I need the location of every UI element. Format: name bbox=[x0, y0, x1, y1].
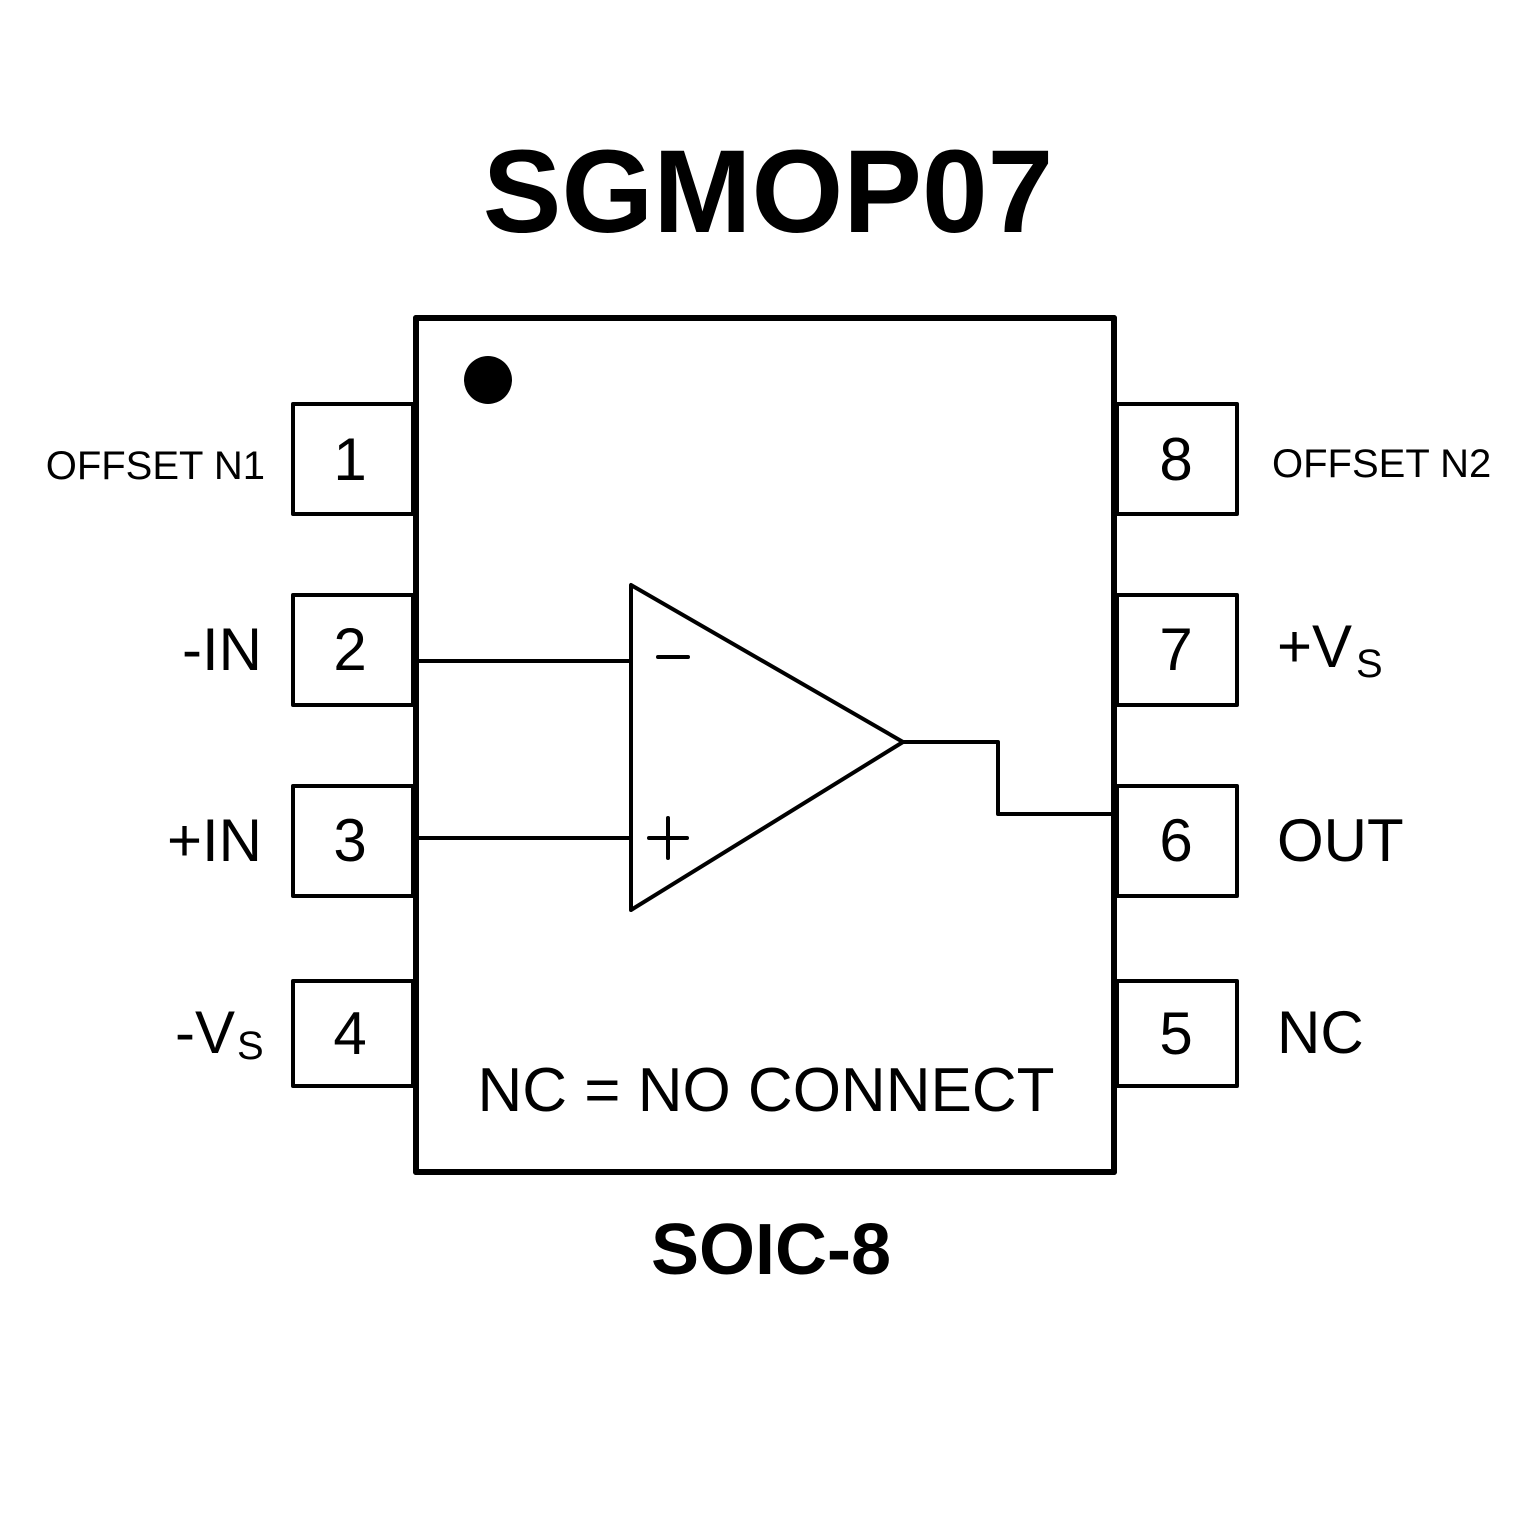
pin-2: 2 -IN bbox=[182, 593, 415, 707]
package-label: SOIC-8 bbox=[651, 1210, 891, 1290]
pin-1-label: OFFSET N1 bbox=[46, 444, 265, 488]
pin-8: 8 OFFSET N2 bbox=[1115, 402, 1491, 516]
pin-1-indicator-dot bbox=[464, 356, 512, 404]
pin-4-label-subscript: S bbox=[237, 1024, 264, 1068]
chip-title: SGMOP07 bbox=[483, 126, 1054, 258]
pin-7-number: 7 bbox=[1159, 616, 1192, 683]
pin-2-number: 2 bbox=[333, 616, 366, 683]
package-body bbox=[413, 315, 1117, 1175]
pin-3-label: +IN bbox=[167, 807, 262, 874]
pin-4-number: 4 bbox=[333, 1000, 366, 1067]
pin-4-label: -V bbox=[175, 999, 235, 1066]
pin-3-number: 3 bbox=[333, 807, 366, 874]
pin-5-label: NC bbox=[1277, 999, 1364, 1066]
pin-6: 6 OUT bbox=[1115, 784, 1404, 898]
pin-8-number: 8 bbox=[1159, 426, 1192, 493]
pin-1-number: 1 bbox=[333, 426, 366, 493]
pin-7-label: +V bbox=[1277, 613, 1352, 680]
pin-5: 5 NC bbox=[1115, 979, 1364, 1088]
pin-6-label: OUT bbox=[1277, 807, 1404, 874]
pin-7-label-subscript: S bbox=[1356, 642, 1383, 686]
pin-1: 1 OFFSET N1 bbox=[46, 402, 415, 516]
pin-8-label: OFFSET N2 bbox=[1272, 442, 1491, 486]
pin-2-label: -IN bbox=[182, 616, 262, 683]
pin-7: 7 +V S bbox=[1115, 593, 1383, 707]
pin-5-number: 5 bbox=[1159, 1000, 1192, 1067]
pin-3: 3 +IN bbox=[167, 784, 415, 898]
pin-6-number: 6 bbox=[1159, 807, 1192, 874]
wire-output bbox=[901, 740, 1113, 816]
pin-4: 4 -V S bbox=[175, 979, 415, 1088]
opamp-triangle-icon bbox=[629, 583, 905, 912]
no-connect-note: NC = NO CONNECT bbox=[478, 1056, 1055, 1125]
